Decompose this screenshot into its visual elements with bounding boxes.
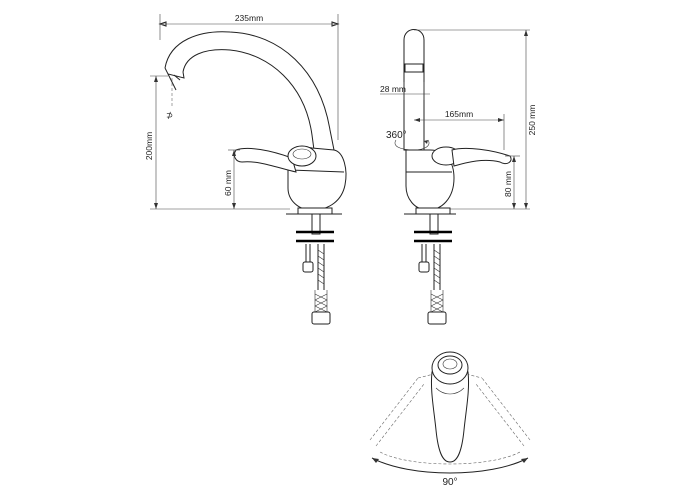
dim-label-235: 235mm [235, 13, 263, 23]
dim-label-28: 28 mm [380, 84, 406, 94]
dim-arrows-60 [232, 150, 236, 209]
body-seam [289, 169, 345, 173]
hose-nut [311, 311, 331, 325]
front-view: 235mm ⊅ 200mm [144, 13, 347, 325]
side-lever-handle [451, 147, 512, 167]
side-hose-nut [427, 311, 447, 325]
side-hose-braid [433, 249, 441, 285]
hose-right [317, 244, 325, 290]
dim-label-165: 165mm [445, 109, 473, 119]
stream-symbol: ⊅ [166, 110, 173, 120]
dim-label-250: 250 mm [527, 105, 537, 136]
swing-arc-inner [379, 451, 521, 465]
swing-arc [371, 457, 529, 474]
side-hose-right [433, 244, 441, 290]
aerator-band [404, 63, 424, 73]
hose-left-end [302, 261, 314, 273]
top-cap-center [442, 358, 458, 370]
dim-arrows-235 [158, 21, 340, 27]
hose-braided [314, 290, 328, 312]
side-hose-left-end [418, 261, 430, 273]
lever-right-position [475, 377, 531, 447]
rotation-label-360: 360° [386, 130, 407, 141]
dim-label-80: 80 mm [503, 171, 513, 197]
top-view: 90° [369, 351, 531, 488]
lever-handle [233, 147, 297, 173]
side-mount-stud [429, 213, 439, 235]
spout-inner [182, 49, 315, 151]
side-hose-braided [430, 290, 444, 312]
hose-right-braid [317, 249, 325, 285]
base-plate [297, 207, 333, 215]
side-view: 250 mm 28 mm 165mm 360° 80 mm [380, 29, 537, 325]
spout-nozzle [164, 67, 185, 79]
dim-arrows-80 [512, 156, 516, 209]
top-lever-seam [435, 387, 465, 395]
hose-braid-pattern [314, 293, 328, 313]
top-cap-inner [437, 355, 463, 375]
spout-aerator [167, 73, 181, 91]
angle-label-90: 90° [442, 477, 457, 488]
dim-label-60: 60 mm [223, 170, 233, 196]
lever-cap-inner [292, 148, 312, 160]
spout-column [403, 29, 425, 151]
lever-left-position [369, 377, 425, 447]
rotation-arrow [424, 140, 428, 144]
side-hose-braid-pattern [430, 293, 444, 313]
side-base-plate [415, 207, 451, 215]
top-lever [431, 371, 469, 463]
mount-stud [311, 213, 321, 235]
dim-label-200: 200mm [144, 132, 154, 160]
spout-outer [164, 31, 335, 151]
